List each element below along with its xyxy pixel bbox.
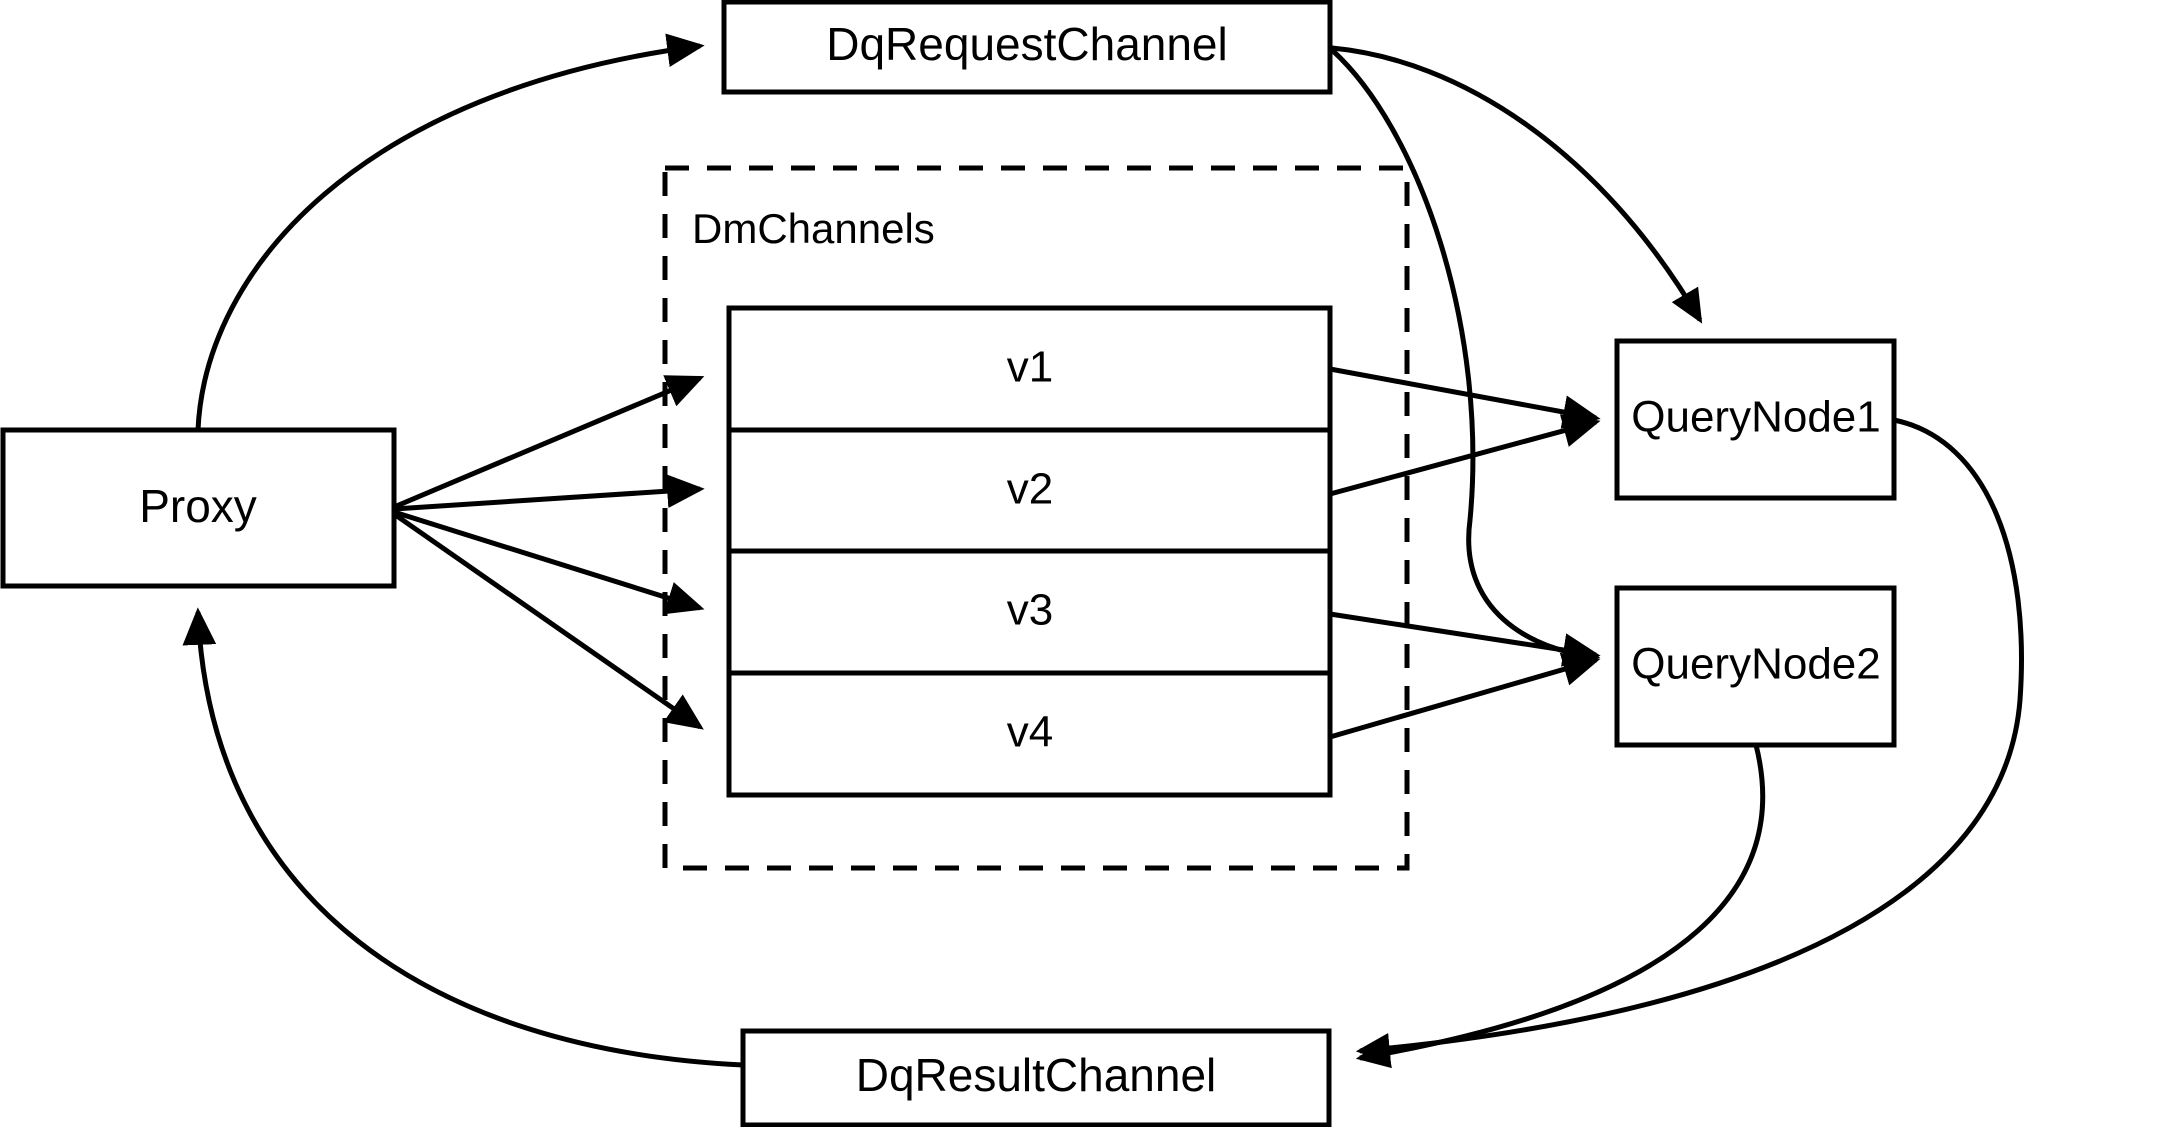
dm-channels-group: DmChannels	[662, 165, 1410, 871]
query-node-1-label: QueryNode1	[1631, 393, 1880, 442]
edge-querynode2-to-dqresultchannel	[1355, 744, 1766, 1069]
edge-dqrequestchannel-to-querynode2	[1330, 48, 1601, 670]
dq-result-channel-label: DqResultChannel	[856, 1049, 1217, 1101]
proxy-label: Proxy	[139, 480, 257, 532]
dm-channel-label-v2: v2	[1007, 465, 1053, 514]
dm-channel-label-v1: v1	[1007, 343, 1053, 392]
edge-v4-to-querynode2	[1329, 652, 1601, 740]
dm-channel-row-v4[interactable]: v4	[1007, 708, 1053, 757]
edge-v2-to-querynode1	[1329, 414, 1601, 497]
edge-dqresultchannel-to-proxy	[182, 607, 744, 1068]
edge-dqrequestchannel-to-querynode1	[1331, 45, 1703, 324]
edge-querynode1-to-dqresultchannel	[1355, 417, 2024, 1064]
edge-proxy-to-v3	[393, 509, 705, 615]
query-node-2-label: QueryNode2	[1631, 640, 1880, 689]
node-query-node-2[interactable]: QueryNode2	[1614, 585, 1897, 748]
edge-proxy-to-v4	[392, 511, 704, 730]
dm-channel-label-v3: v3	[1007, 586, 1053, 635]
node-query-node-1[interactable]: QueryNode1	[1614, 338, 1897, 501]
dm-channel-row-v1[interactable]: v1	[1007, 343, 1053, 392]
dm-channels-dashed-border	[662, 165, 1410, 871]
node-proxy[interactable]: Proxy	[0, 427, 397, 589]
edge-proxy-to-v2	[393, 474, 705, 512]
dq-request-channel-label: DqRequestChannel	[826, 18, 1228, 70]
dq-request-channel-box[interactable]	[721, 0, 1333, 95]
node-dq-request-channel[interactable]: DqRequestChannel	[721, 0, 1333, 95]
dm-channels-table: v1 v2 v3 v4	[726, 305, 1333, 798]
node-dq-result-channel[interactable]: DqResultChannel	[740, 1028, 1332, 1127]
edge-proxy-to-dqrequestchannel	[195, 33, 705, 431]
dq-result-channel-box[interactable]	[740, 1028, 1332, 1127]
dm-channel-row-v2[interactable]: v2	[1007, 465, 1053, 514]
query-node-1-box[interactable]	[1614, 338, 1897, 501]
dm-channels-label: DmChannels	[692, 205, 935, 252]
query-node-2-box[interactable]	[1614, 585, 1897, 748]
edge-v1-to-querynode1	[1329, 366, 1601, 429]
proxy-box[interactable]	[0, 427, 397, 589]
dm-channel-row-v3[interactable]: v3	[1007, 586, 1053, 635]
edge-proxy-to-v1	[393, 375, 705, 510]
dm-channel-label-v4: v4	[1007, 708, 1053, 757]
